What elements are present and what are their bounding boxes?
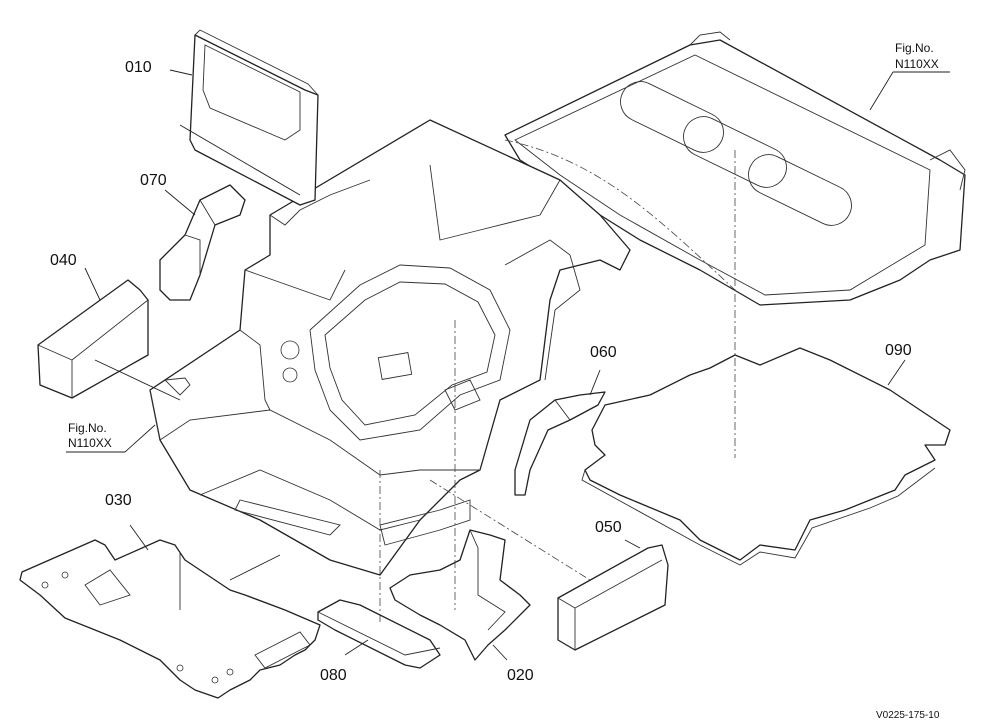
part-050-pad [429, 479, 669, 651]
part-020-plate [389, 320, 531, 661]
fig-ref-top-right-line1: Fig.No. [895, 41, 934, 55]
part-070-duct [159, 184, 246, 301]
part-030-floor [19, 524, 321, 699]
callout-020: 020 [507, 667, 534, 684]
cabin-frame [149, 119, 631, 576]
callout-010: 010 [125, 59, 152, 76]
part-010-panel [169, 29, 319, 206]
fig-ref-top-right-line2: N110XX [895, 57, 939, 71]
fig-ref-top-right: Fig.No. N110XX [869, 41, 950, 111]
part-090-mat [581, 150, 951, 566]
fig-ref-left-line1: Fig.No. [68, 421, 107, 435]
part-060-trim [514, 369, 606, 496]
part-080-bar [317, 470, 441, 669]
drawing-code: V0225-175-10 [876, 710, 940, 721]
callout-050: 050 [595, 519, 622, 536]
fig-ref-left: Fig.No. N110XX [66, 421, 156, 453]
part-040-pad [37, 267, 181, 401]
callout-090: 090 [885, 342, 912, 359]
callout-070: 070 [140, 172, 167, 189]
callout-040: 040 [50, 252, 77, 269]
callout-030: 030 [105, 492, 132, 509]
callout-080: 080 [320, 667, 347, 684]
callout-060: 060 [590, 344, 617, 361]
fig-ref-left-line2: N110XX [68, 436, 112, 450]
